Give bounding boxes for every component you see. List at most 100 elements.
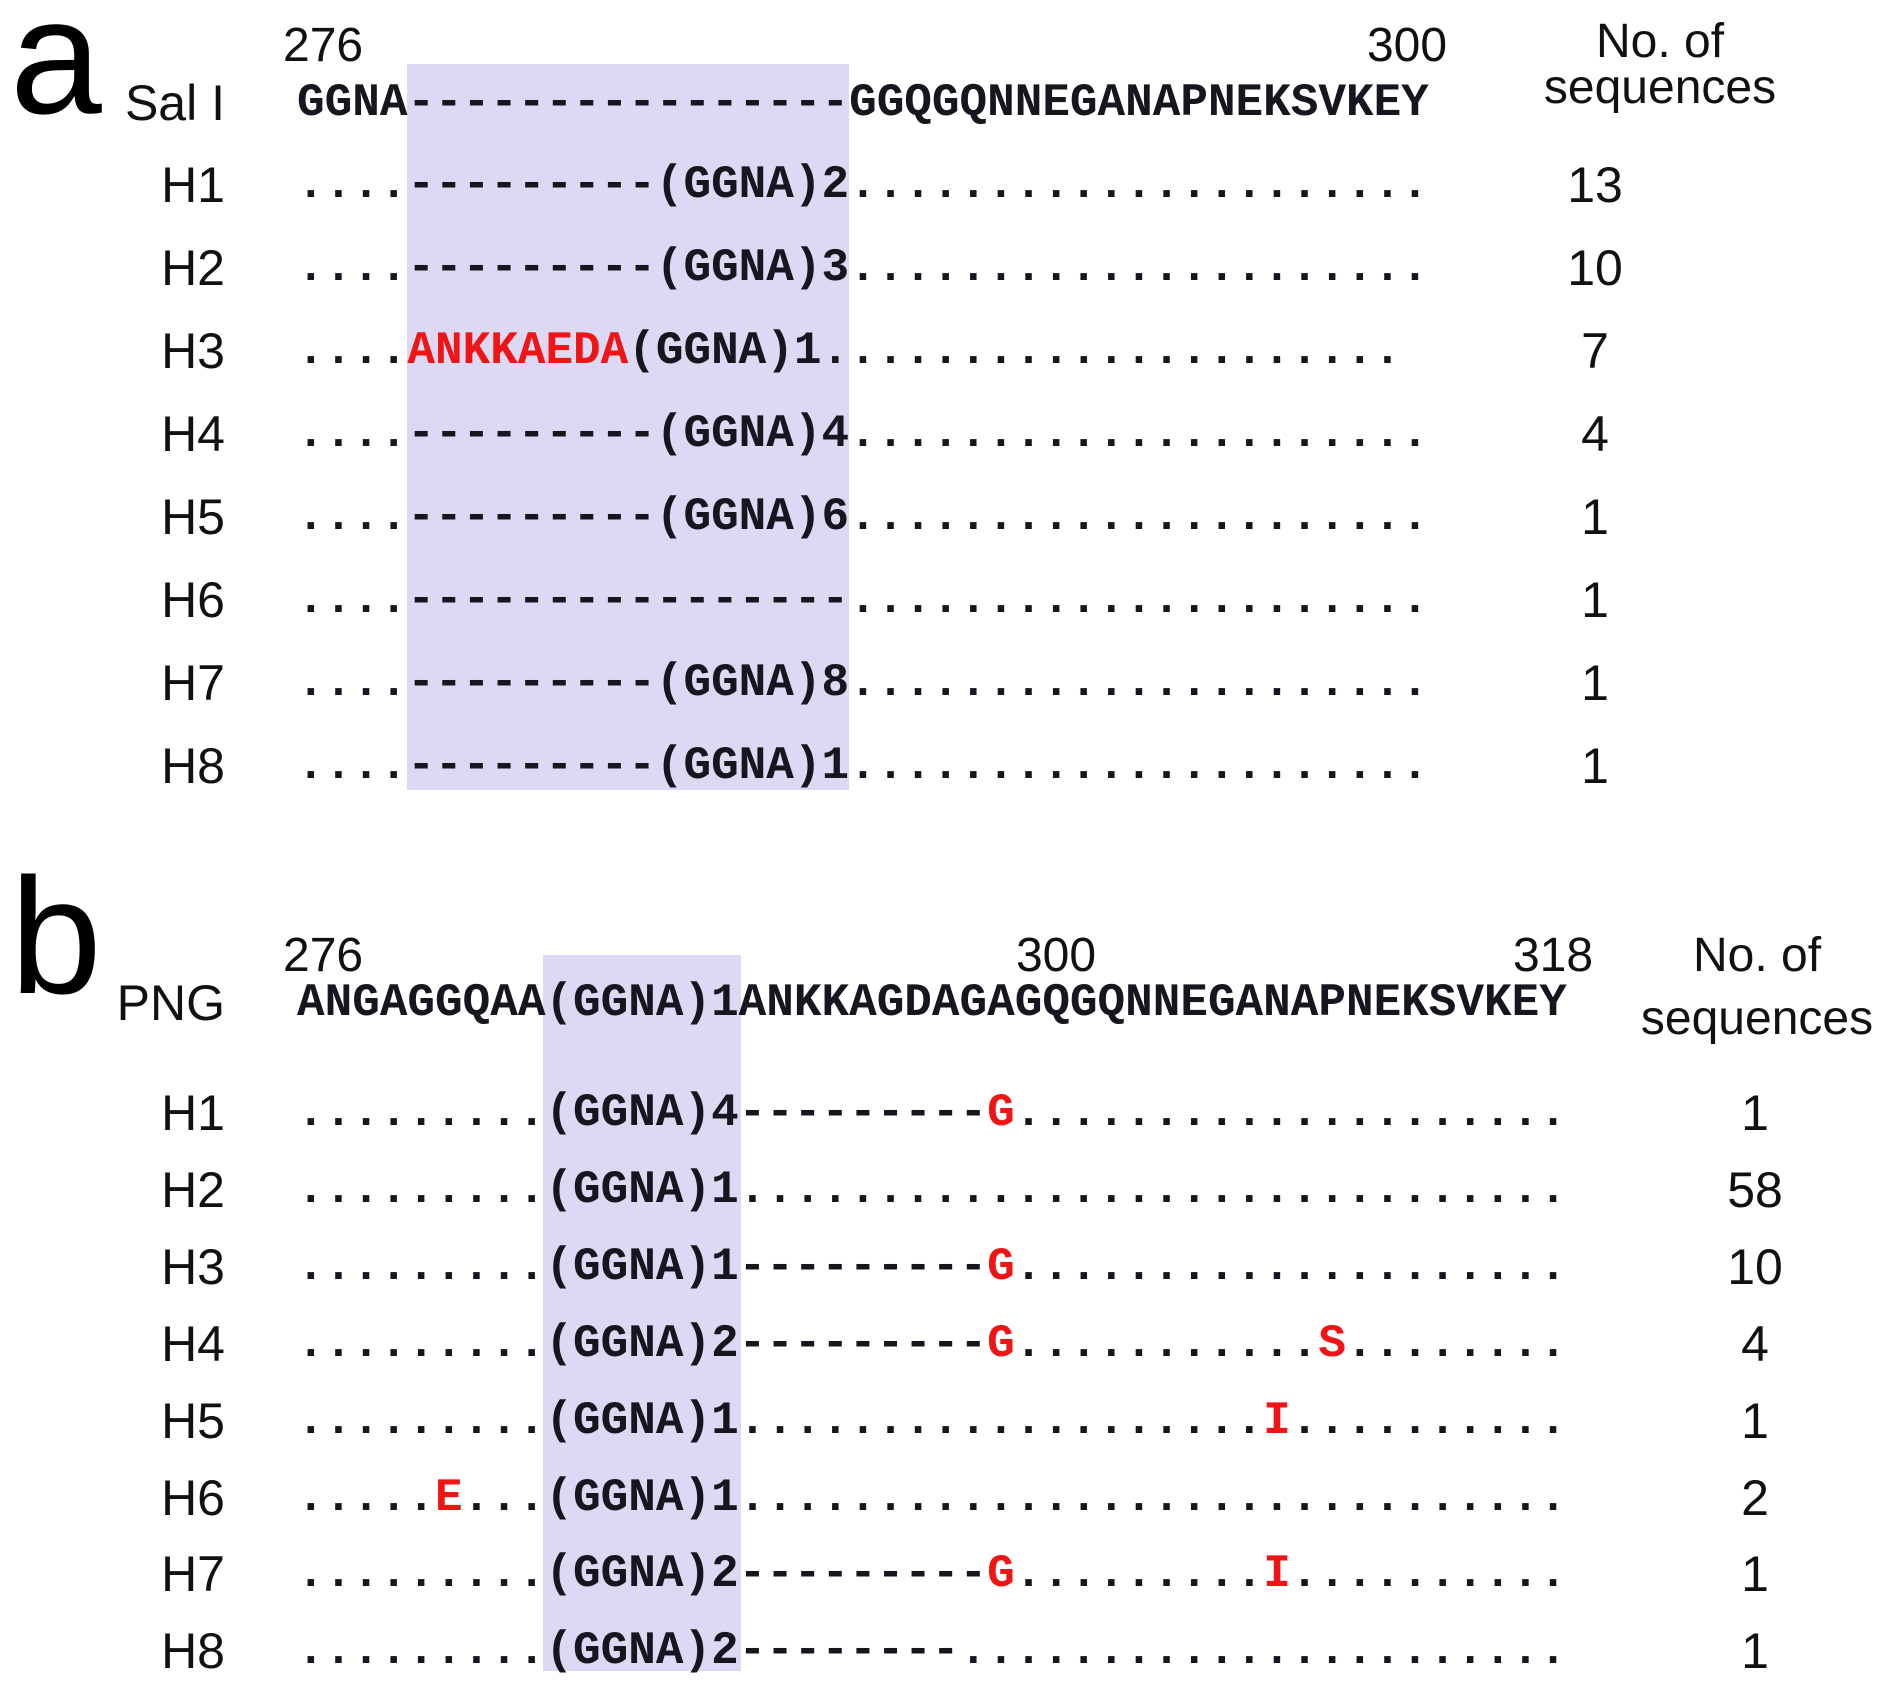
alignment-row: H3 .........(GGNA)1---------G...........… <box>0 1238 1882 1295</box>
row-sequence: GGNA----------------GGQGQNNEGANAPNEKSVKE… <box>297 80 1429 126</box>
alignment-row: H2 ....---------(GGNA)3.................… <box>0 240 1882 296</box>
row-label: H5 <box>161 1392 225 1449</box>
sequence-text: .........(GGNA)1........................… <box>297 1163 1567 1216</box>
sequence-text: ....---------(GGNA)8....................… <box>297 657 1429 709</box>
row-sequence: ....----------------....................… <box>297 577 1429 623</box>
reference-name: PNG <box>116 975 225 1031</box>
row-sequence: ANGAGGQAA(GGNA)1ANKKAGDAGAGQGQNNEGANAPNE… <box>297 980 1567 1026</box>
sequence-text: .........(GGNA)1................... <box>297 1394 1264 1447</box>
row-label: H3 <box>161 1238 225 1295</box>
sequence-text: (GGNA)1..................... <box>628 325 1402 377</box>
mutation-text: I <box>1263 1548 1291 1601</box>
sequence-text: .........(GGNA)2--------- <box>297 1548 988 1601</box>
sequence-text: .........(GGNA)2--------................… <box>297 1625 1567 1678</box>
alignment-row: H1 ....---------(GGNA)2.................… <box>0 157 1882 213</box>
row-label: H2 <box>161 240 225 296</box>
mutation-text: G <box>987 1548 1015 1601</box>
sequence-text: ....---------(GGNA)6....................… <box>297 491 1429 543</box>
row-label: H6 <box>161 572 225 628</box>
sequence-text: ..... <box>297 1471 436 1524</box>
alignment-row: H5 .........(GGNA)1...................I.… <box>0 1392 1882 1449</box>
alignment-row: H8 ....---------(GGNA)1.................… <box>0 738 1882 794</box>
sequence-text: ........ <box>1346 1317 1567 1370</box>
row-count: 2 <box>1741 1469 1769 1526</box>
row-label: H4 <box>161 1315 225 1372</box>
alignment-row: H7 ....---------(GGNA)8.................… <box>0 655 1882 711</box>
row-sequence: .........(GGNA)1........................… <box>297 1167 1567 1213</box>
row-sequence: .........(GGNA)4---------G..............… <box>297 1090 1567 1136</box>
panel-b-position-mid: 300 <box>1015 929 1097 982</box>
row-label: H5 <box>161 489 225 545</box>
mutation-text: I <box>1263 1394 1291 1447</box>
row-label: H1 <box>161 157 225 213</box>
sequence-text: .................... <box>1014 1087 1567 1139</box>
row-count: 1 <box>1741 1392 1769 1449</box>
mutation-text: S <box>1318 1317 1346 1370</box>
row-label: H2 <box>161 1161 225 1218</box>
panel-b-position-start: 276 <box>283 929 364 982</box>
sequence-text: ....---------(GGNA)4....................… <box>297 408 1429 460</box>
panel-a: a 276 300 No. of sequences Sal I GGNA---… <box>0 0 1882 794</box>
sequence-text: ... <box>462 1471 546 1524</box>
panel-b-count-header-line1: No. of <box>1692 929 1822 982</box>
sequence-text: ....---------(GGNA)2....................… <box>297 159 1429 211</box>
mutation-text: E <box>435 1471 463 1524</box>
sequence-text: .................... <box>1014 1240 1567 1293</box>
row-count: 7 <box>1581 323 1609 379</box>
row-sequence: ....---------(GGNA)2....................… <box>297 162 1429 208</box>
alignment-row: H5 ....---------(GGNA)6.................… <box>0 489 1882 545</box>
sequence-text: (GGNA)1.............................. <box>545 1471 1567 1524</box>
alignment-row: H7 .........(GGNA)2---------G.........I.… <box>0 1546 1882 1603</box>
panel-a-count-header-line2: sequences <box>1543 61 1777 114</box>
row-count: 4 <box>1581 406 1609 462</box>
alignment-row: H3 ....ANKKAEDA(GGNA)1..................… <box>0 323 1882 379</box>
sequence-text: ANGAGGQAA(GGNA)1ANKKAGDAGAGQGQNNEGANAPNE… <box>297 977 1567 1029</box>
row-count: 1 <box>1581 655 1609 711</box>
sequence-text: ......... <box>1014 1548 1264 1601</box>
row-sequence: .....E...(GGNA)1........................… <box>297 1475 1567 1521</box>
mutation-text: G <box>987 1240 1015 1293</box>
alignment-row: H8 .........(GGNA)2--------.............… <box>0 1626 1882 1676</box>
row-sequence: ....---------(GGNA)4....................… <box>297 411 1429 457</box>
panel-b-position-end: 318 <box>1512 929 1594 982</box>
reference-name: Sal I <box>124 75 225 131</box>
row-label: H8 <box>161 738 225 794</box>
alignment-row: H6 ....----------------.................… <box>0 572 1882 628</box>
sequence-text: GGNA----------------GGQGQNNEGANAPNEKSVKE… <box>297 77 1429 129</box>
panel-a-rows: Sal I GGNA----------------GGQGQNNEGANAPN… <box>0 75 1882 794</box>
row-label: H6 <box>161 1469 225 1526</box>
row-count: 1 <box>1581 738 1609 794</box>
mutation-text: G <box>987 1317 1015 1370</box>
mutation-text: G <box>987 1087 1015 1139</box>
alignment-row: H4 .........(GGNA)2---------G...........… <box>0 1315 1882 1372</box>
row-label: H3 <box>161 323 225 379</box>
row-sequence: ....---------(GGNA)8....................… <box>297 660 1429 706</box>
row-count: 1 <box>1581 489 1609 545</box>
row-count: 1 <box>1741 1085 1769 1141</box>
panel-b-repeat-region-highlight <box>543 955 741 1671</box>
sequence-text: .........(GGNA)2--------- <box>297 1317 988 1370</box>
row-label: H1 <box>161 1085 225 1141</box>
row-sequence: .........(GGNA)2---------G.........I....… <box>297 1551 1567 1597</box>
row-count: 10 <box>1567 240 1623 296</box>
row-count: 1 <box>1741 1546 1769 1603</box>
panel-a-count-header-line1: No. of <box>1595 15 1725 68</box>
row-count: 1 <box>1581 572 1609 628</box>
sequence-text: .......... <box>1290 1548 1567 1601</box>
reference-row: Sal I GGNA----------------GGQGQNNEGANAPN… <box>0 75 1882 131</box>
row-sequence: .........(GGNA)1---------G..............… <box>297 1244 1567 1290</box>
panel-a-letter: a <box>10 0 102 148</box>
panel-b: b 276 300 318 No. of sequences PNG ANGAG… <box>0 845 1882 1686</box>
sequence-text: .... <box>297 325 408 377</box>
panel-a-position-end: 300 <box>1366 19 1448 72</box>
row-sequence: ....ANKKAEDA(GGNA)1..................... <box>297 328 1401 374</box>
row-sequence: ....---------(GGNA)3....................… <box>297 245 1429 291</box>
sequence-text: .......... <box>1290 1394 1567 1447</box>
row-count: 4 <box>1741 1315 1769 1372</box>
mutation-text: ANKKAEDA <box>407 325 629 377</box>
sequence-text: .........(GGNA)4--------- <box>297 1087 988 1139</box>
row-sequence: .........(GGNA)2--------................… <box>297 1628 1567 1674</box>
row-count: 13 <box>1567 157 1623 213</box>
row-sequence: ....---------(GGNA)6....................… <box>297 494 1429 540</box>
